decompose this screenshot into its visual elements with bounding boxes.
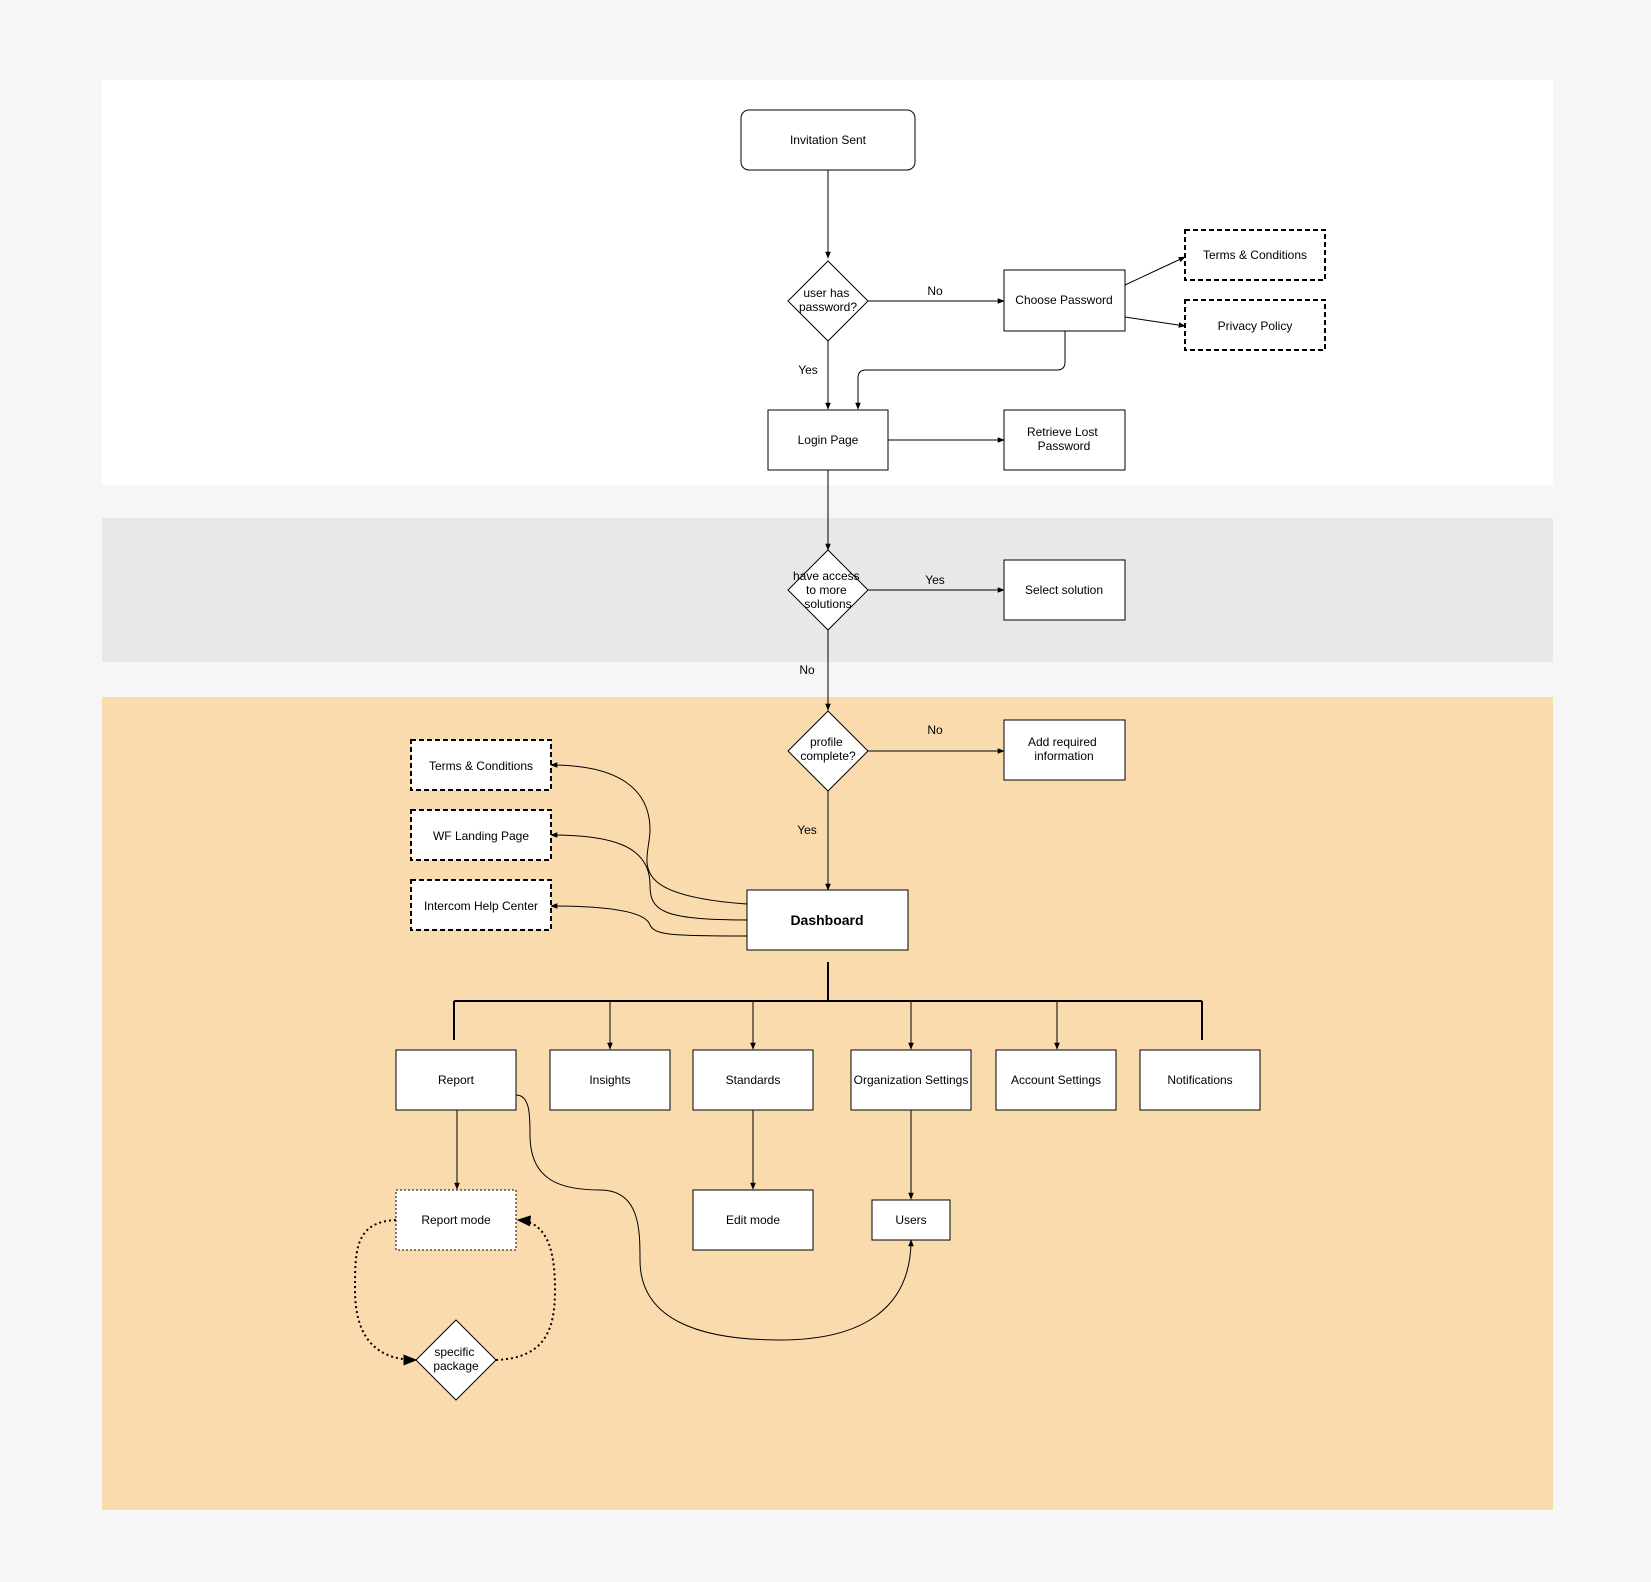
node-edit-mode-label: Edit mode xyxy=(726,1213,780,1227)
edge-report-to-users xyxy=(515,1094,914,1341)
decision-specific-package[interactable]: specific package xyxy=(415,1319,497,1401)
decision-user-has-password[interactable]: user has password? xyxy=(787,260,869,342)
node-users[interactable]: Users xyxy=(871,1199,951,1241)
edge-dashboard-to-intercom xyxy=(550,903,748,937)
decision-profile-complete-label: profile complete? xyxy=(800,735,856,763)
node-organization-settings-label: Organization Settings xyxy=(854,1073,969,1087)
node-choose-password[interactable]: Choose Password xyxy=(1003,269,1126,332)
edge-choose-to-terms xyxy=(1124,256,1186,286)
decision-profile-complete[interactable]: profile complete? xyxy=(787,710,869,792)
node-choose-password-label: Choose Password xyxy=(1015,293,1112,307)
node-terms-conditions-top[interactable]: Terms & Conditions xyxy=(1184,229,1326,281)
node-intercom-help-center-label: Intercom Help Center xyxy=(424,899,538,913)
node-invitation-sent[interactable]: Invitation Sent xyxy=(740,109,916,171)
node-add-required-information[interactable]: Add required information xyxy=(1003,719,1126,781)
node-dashboard-label: Dashboard xyxy=(790,912,863,928)
edge-dashboard-to-terms xyxy=(550,762,748,905)
node-standards[interactable]: Standards xyxy=(692,1049,814,1111)
node-terms-conditions-left-label: Terms & Conditions xyxy=(429,759,533,773)
node-wf-landing-page-label: WF Landing Page xyxy=(433,829,529,843)
edge-choose-to-privacy xyxy=(1124,316,1186,328)
node-report[interactable]: Report xyxy=(395,1049,517,1111)
node-account-settings-label: Account Settings xyxy=(1011,1073,1101,1087)
node-notifications-label: Notifications xyxy=(1167,1073,1232,1087)
node-select-solution-label: Select solution xyxy=(1025,583,1103,597)
node-retrieve-lost-password-label: Retrieve Lost Password xyxy=(1027,425,1101,453)
decision-more-solutions[interactable]: have access to more solutions xyxy=(787,549,869,631)
node-terms-conditions-left[interactable]: Terms & Conditions xyxy=(410,739,552,791)
label-password-yes: Yes xyxy=(798,363,818,377)
decision-more-solutions-label: have access to more solutions xyxy=(793,569,863,611)
node-insights[interactable]: Insights xyxy=(549,1049,671,1111)
node-report-mode-label: Report mode xyxy=(421,1213,491,1227)
decision-specific-package-label: specific package xyxy=(433,1345,479,1373)
node-invitation-sent-label: Invitation Sent xyxy=(790,133,867,147)
node-users-label: Users xyxy=(895,1213,926,1227)
label-profile-yes: Yes xyxy=(797,823,817,837)
node-notifications[interactable]: Notifications xyxy=(1139,1049,1261,1111)
node-privacy-policy-label: Privacy Policy xyxy=(1218,319,1293,333)
node-intercom-help-center[interactable]: Intercom Help Center xyxy=(410,879,552,931)
label-password-no: No xyxy=(927,284,943,298)
node-login-page[interactable]: Login Page xyxy=(767,409,889,471)
node-terms-conditions-top-label: Terms & Conditions xyxy=(1203,248,1307,262)
edges xyxy=(353,170,1203,1366)
node-dashboard[interactable]: Dashboard xyxy=(746,889,909,951)
edge-package-to-report-mode xyxy=(495,1215,557,1361)
node-select-solution[interactable]: Select solution xyxy=(1003,559,1126,621)
node-login-page-label: Login Page xyxy=(798,433,859,447)
label-solutions-no: No xyxy=(799,663,815,677)
node-add-required-information-label: Add required information xyxy=(1028,735,1100,763)
node-insights-label: Insights xyxy=(589,1073,630,1087)
node-privacy-policy[interactable]: Privacy Policy xyxy=(1184,299,1326,351)
edge-choose-to-login xyxy=(855,331,1066,410)
edge-report-mode-to-package xyxy=(353,1219,418,1366)
label-solutions-yes: Yes xyxy=(925,573,945,587)
node-standards-label: Standards xyxy=(726,1073,781,1087)
decision-user-has-password-label: user has password? xyxy=(799,286,857,314)
node-organization-settings[interactable]: Organization Settings xyxy=(850,1049,972,1111)
edge-dashboard-to-wf xyxy=(550,832,748,921)
label-profile-no: No xyxy=(927,723,943,737)
edge-labels: No Yes Yes No No Yes xyxy=(797,284,945,837)
node-report-label: Report xyxy=(438,1073,475,1087)
node-edit-mode[interactable]: Edit mode xyxy=(692,1189,814,1251)
node-report-mode[interactable]: Report mode xyxy=(395,1189,517,1251)
node-wf-landing-page[interactable]: WF Landing Page xyxy=(410,809,552,861)
node-retrieve-lost-password[interactable]: Retrieve Lost Password xyxy=(1003,409,1126,471)
node-account-settings[interactable]: Account Settings xyxy=(995,1049,1117,1111)
